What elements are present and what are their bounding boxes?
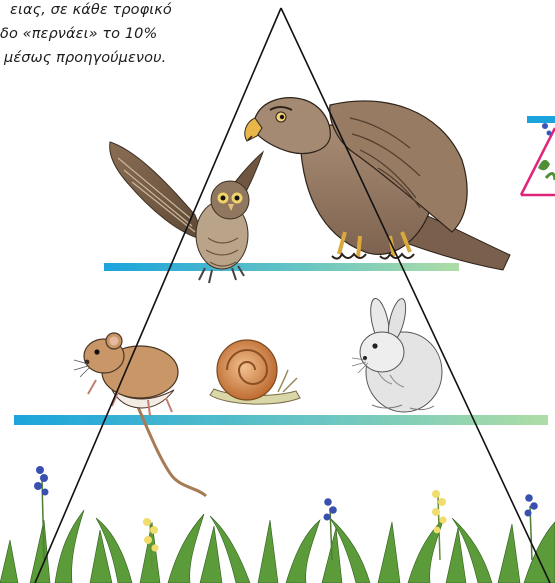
snail-illustration — [210, 340, 300, 404]
pyramid-outline — [35, 8, 550, 583]
rabbit-illustration — [352, 297, 442, 412]
mouse-illustration — [74, 333, 206, 496]
inset-pyramid-icon — [521, 116, 555, 195]
grass-illustration — [0, 510, 555, 583]
hawk-illustration — [245, 98, 510, 270]
level-bar-top — [104, 263, 459, 271]
owl-illustration — [110, 142, 263, 283]
level-bar-middle — [14, 415, 548, 425]
